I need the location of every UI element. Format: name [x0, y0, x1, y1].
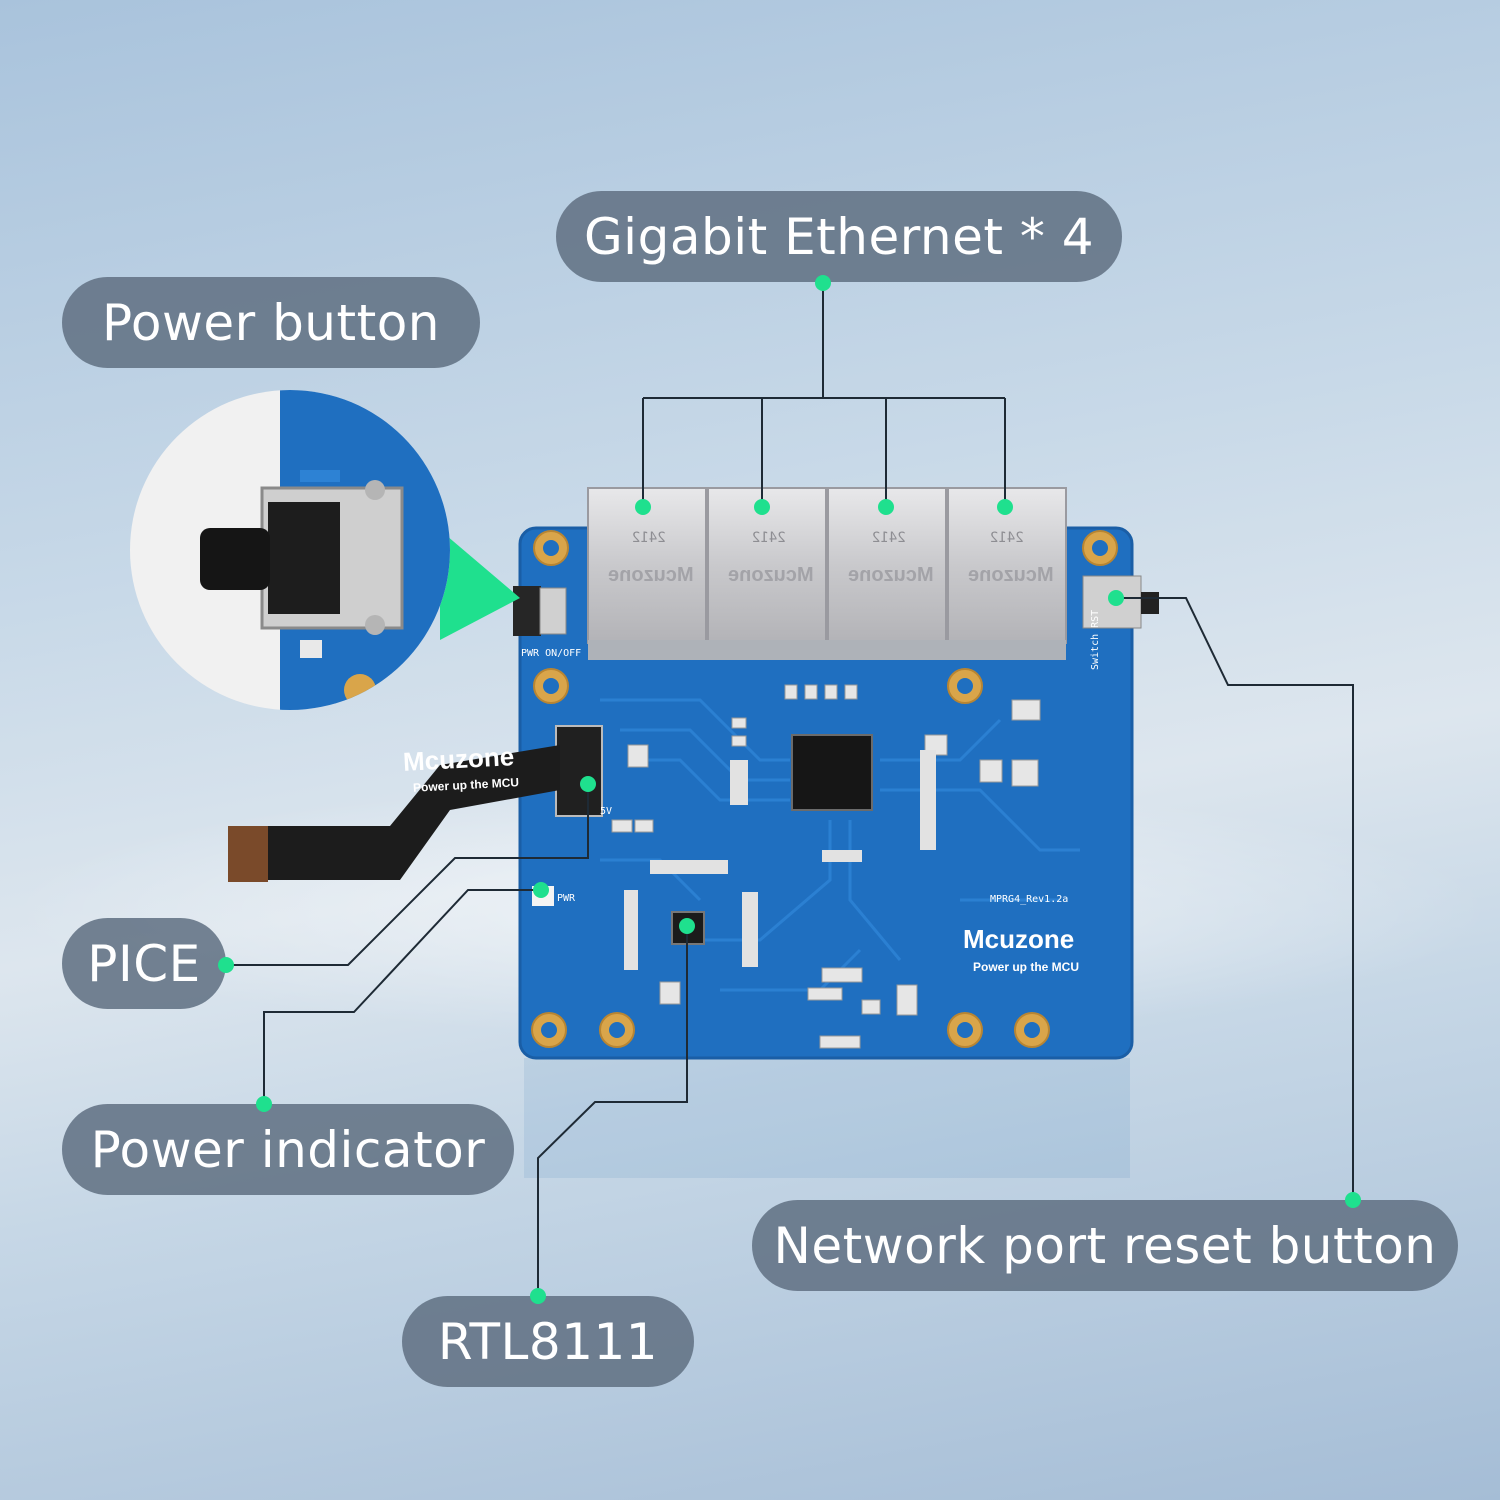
board-tagline: Power up the MCU	[973, 960, 1080, 974]
indicator-dot	[218, 957, 234, 973]
power-button-zoom	[130, 390, 520, 710]
indicator-dot	[1108, 590, 1124, 606]
port-code: 2412	[990, 530, 1024, 546]
indicator-dot	[1345, 1192, 1361, 1208]
indicator-dot	[815, 275, 831, 291]
port-code: 2412	[752, 530, 786, 546]
port-brand: Mcuzone	[968, 564, 1054, 586]
switch-rst-label: Switch RST	[1090, 609, 1101, 670]
port-brand: Mcuzone	[848, 564, 934, 586]
five-v-label: 5V	[600, 806, 613, 817]
callout-lines	[226, 283, 1354, 1296]
port-brand: Mcuzone	[728, 564, 814, 586]
indicator-dot	[878, 499, 894, 515]
indicator-dot	[533, 882, 549, 898]
port-brand: Mcuzone	[608, 564, 694, 586]
indicator-dot	[530, 1288, 546, 1304]
pwr-onoff-label: PWR ON/OFF	[521, 648, 582, 659]
model-label: MPRG4_Rev1.2a	[990, 894, 1069, 905]
callout-ethernet: Gigabit Ethernet * 4	[556, 191, 1122, 282]
callout-power-indicator: Power indicator	[62, 1104, 514, 1195]
port-code: 2412	[632, 530, 666, 546]
main-chip	[791, 734, 873, 811]
indicator-dot	[580, 776, 596, 792]
pcie-connector	[555, 725, 603, 817]
board-brand: Mcuzone	[963, 924, 1075, 954]
cable-brand: Mcuzone	[402, 741, 515, 777]
indicator-dot	[997, 499, 1013, 515]
indicator-dot	[679, 918, 695, 934]
callout-pice: PICE	[62, 918, 226, 1009]
power-switch	[513, 586, 541, 636]
callout-rtl8111: RTL8111	[402, 1296, 694, 1387]
pwr-label: PWR	[557, 893, 576, 904]
ffc-cable	[228, 745, 560, 882]
port-code: 2412	[872, 530, 906, 546]
board-reflection	[524, 1058, 1130, 1178]
indicator-dot	[635, 499, 651, 515]
indicator-dot	[256, 1096, 272, 1112]
callout-power-button: Power button	[62, 277, 480, 368]
callout-reset-button: Network port reset button	[752, 1200, 1458, 1291]
indicator-dot	[754, 499, 770, 515]
